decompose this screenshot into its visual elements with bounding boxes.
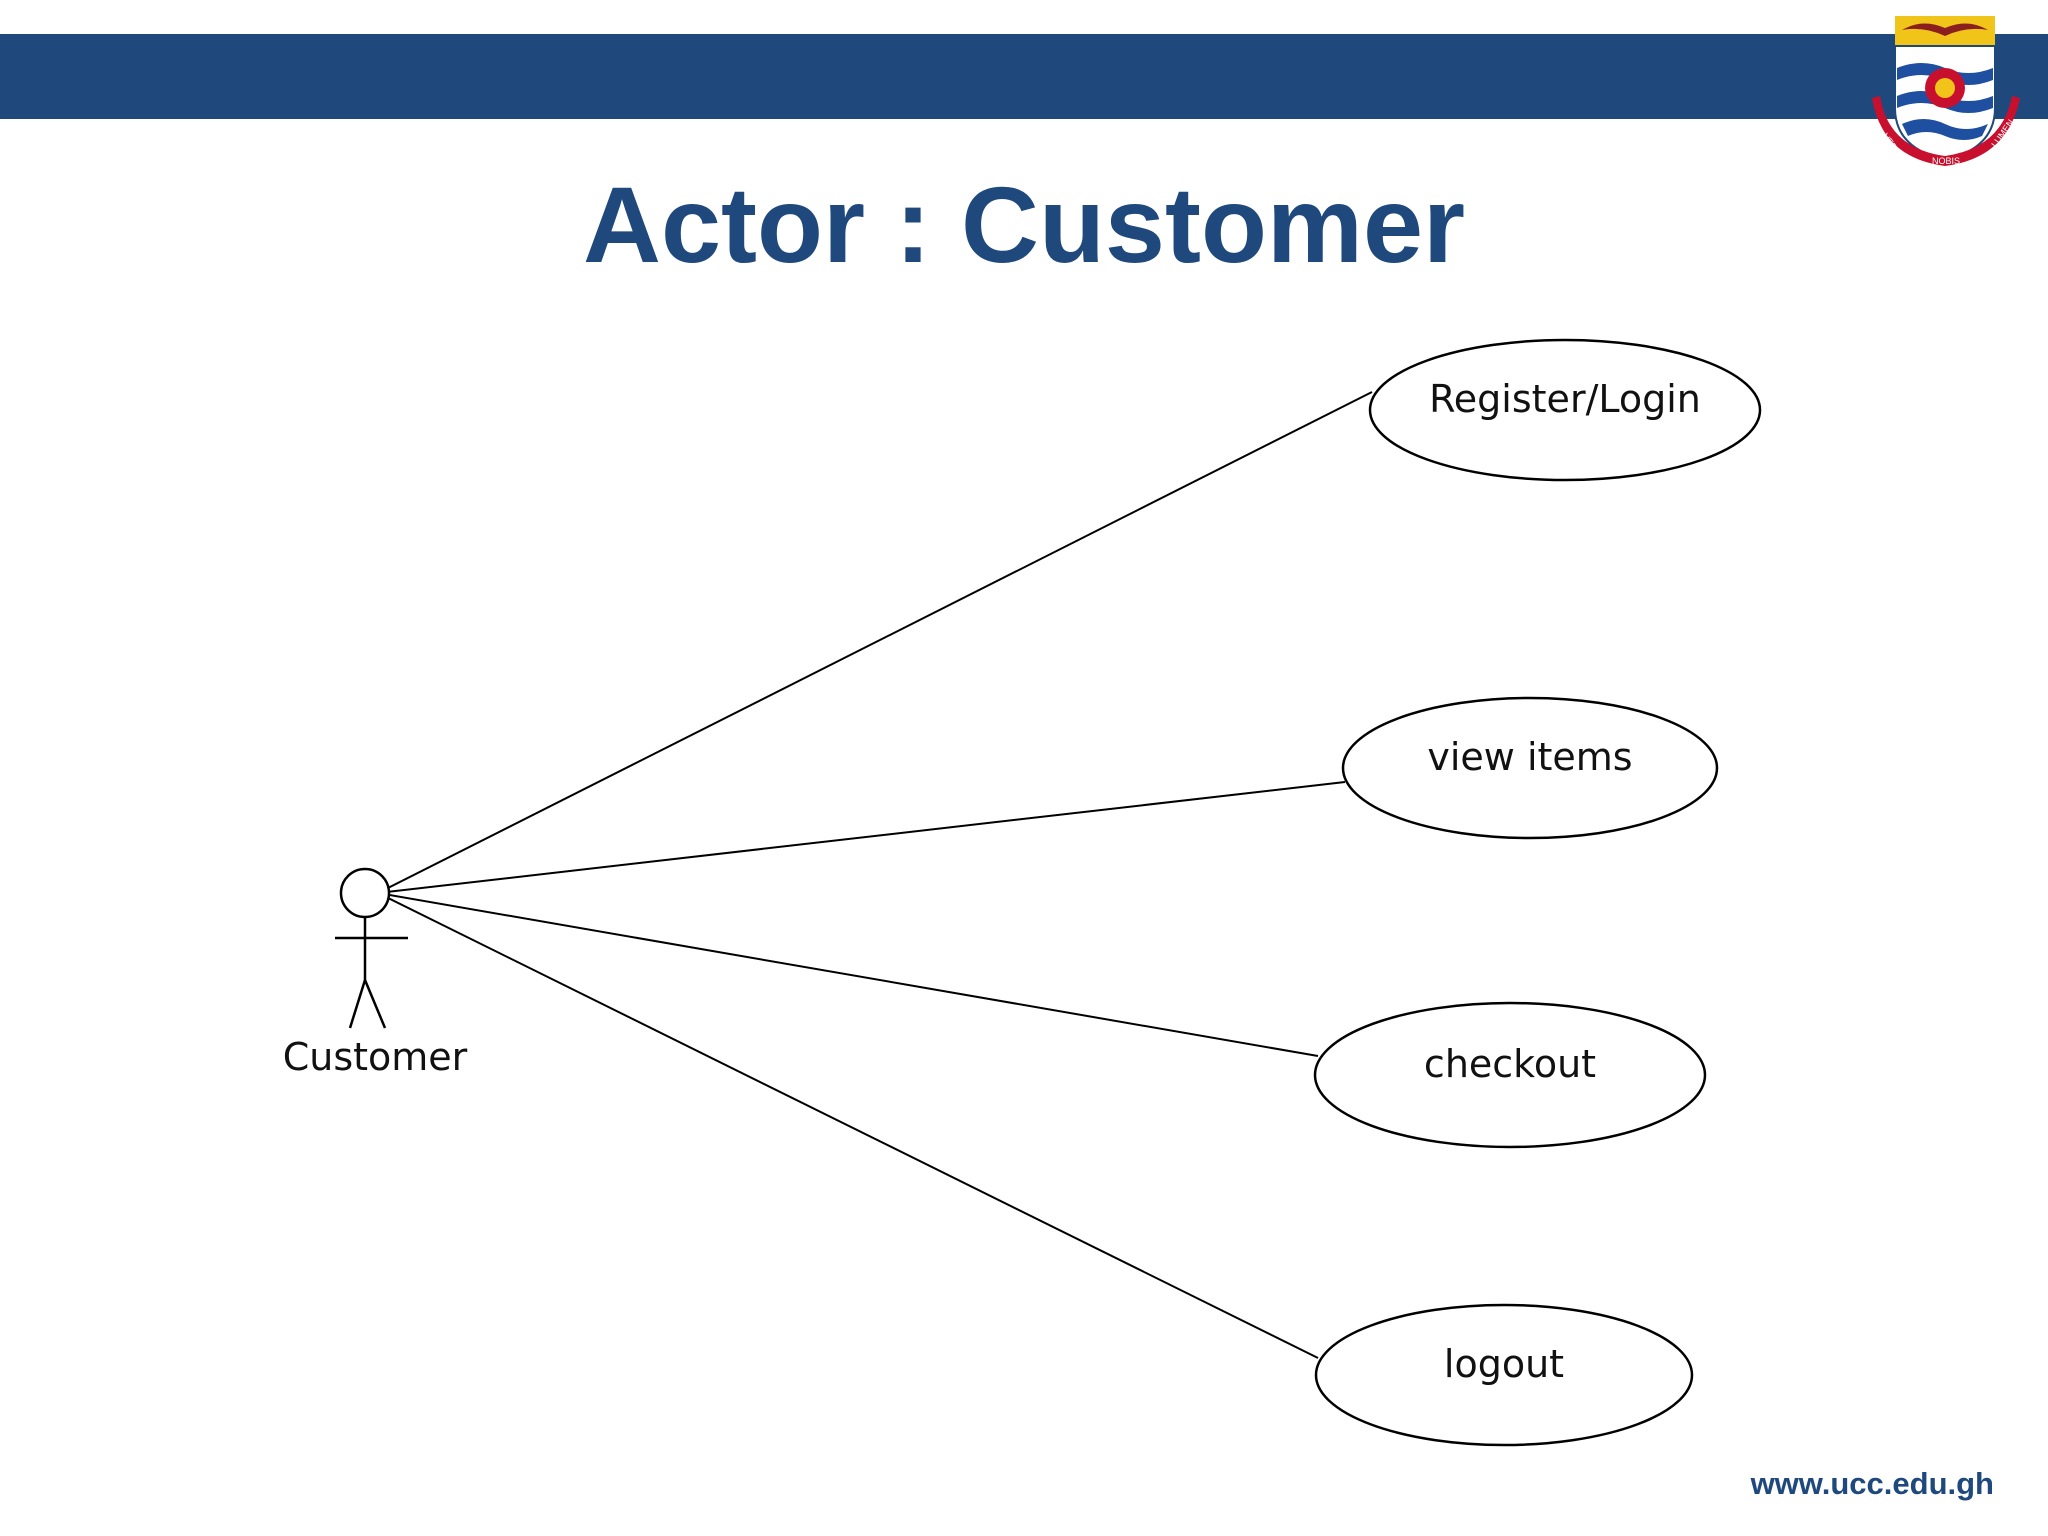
use-case-label: Register/Login xyxy=(1429,377,1701,421)
use-case-label: view items xyxy=(1427,735,1632,779)
association-line-register-login xyxy=(377,391,1373,894)
header-bar xyxy=(0,34,2048,119)
use-case-logout: logout xyxy=(1314,1303,1694,1447)
use-case-label: logout xyxy=(1444,1342,1564,1386)
use-case-register-login: Register/Login xyxy=(1368,338,1762,482)
use-case-checkout: checkout xyxy=(1313,1001,1707,1149)
crest-motto-center: NOBIS xyxy=(1932,156,1960,166)
association-line-logout xyxy=(377,892,1319,1359)
use-case-view-items: view items xyxy=(1341,696,1719,840)
slide-title: Actor : Customer xyxy=(582,164,1466,285)
actor-label: Customer xyxy=(283,1035,468,1079)
association-line-view-items xyxy=(377,781,1346,894)
university-crest-icon: VERITAS NOBIS LUMEN xyxy=(1872,16,2020,168)
use-case-label: checkout xyxy=(1424,1042,1596,1086)
stick-figure-icon xyxy=(335,867,408,1029)
association-line-checkout xyxy=(377,892,1319,1057)
website-url: www.ucc.edu.gh xyxy=(1750,1466,1994,1501)
